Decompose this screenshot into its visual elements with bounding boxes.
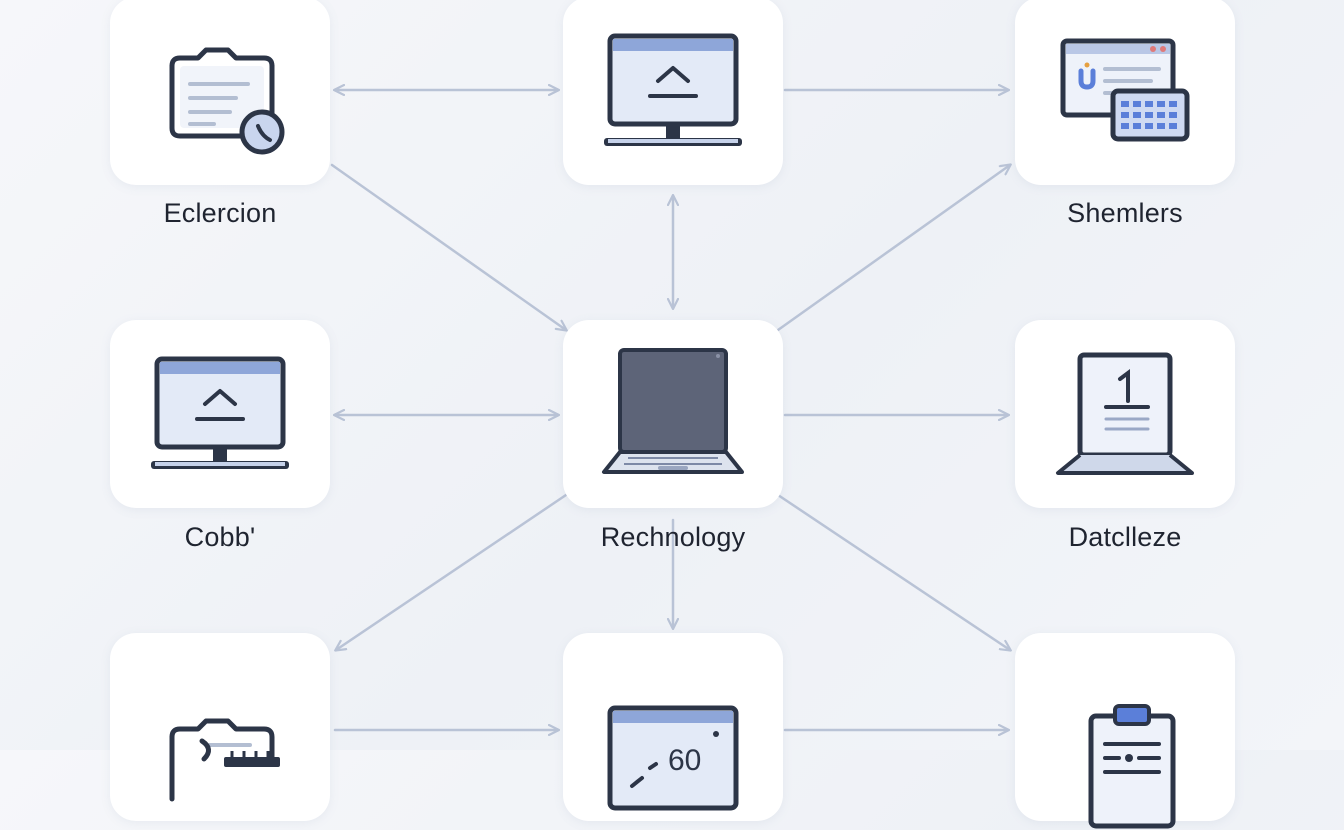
node-card-datclleze[interactable] bbox=[1015, 320, 1235, 508]
monitor-upload-icon bbox=[604, 33, 742, 146]
browser-keyboard-icon bbox=[1060, 38, 1190, 142]
node-label-eclercion: Eclercion bbox=[163, 198, 277, 228]
node-card-monitor-gauge[interactable]: 60 bbox=[563, 633, 783, 821]
gauge-value: 60 bbox=[668, 744, 701, 777]
edge-tl-mm bbox=[330, 163, 566, 330]
edge-mm-bl bbox=[336, 493, 568, 650]
node-card-monitor-top[interactable] bbox=[563, 0, 783, 185]
edge-mm-tr bbox=[776, 165, 1010, 332]
node-label-rechnology: Rechnology bbox=[600, 522, 746, 552]
edge-mm-br bbox=[776, 493, 1010, 650]
folder-tool-icon bbox=[169, 718, 280, 802]
node-label-shemlers: Shemlers bbox=[1067, 198, 1183, 228]
monitor-gauge-icon: 60 bbox=[607, 705, 739, 811]
folder-chat-icon bbox=[169, 47, 285, 155]
node-card-rechnology[interactable] bbox=[563, 320, 783, 508]
laptop-document-icon bbox=[1056, 352, 1194, 475]
node-card-eclercion[interactable] bbox=[110, 0, 330, 185]
node-label-cobb: Cobb' bbox=[184, 522, 256, 552]
node-card-cobb[interactable] bbox=[110, 320, 330, 508]
node-card-shemlers[interactable] bbox=[1015, 0, 1235, 185]
node-card-folder-tool[interactable] bbox=[110, 633, 330, 821]
clipboard-icon bbox=[1088, 704, 1176, 829]
node-card-clipboard[interactable] bbox=[1015, 633, 1235, 829]
monitor-upload-icon bbox=[151, 356, 289, 469]
connection-lines bbox=[330, 0, 1344, 750]
node-label-datclleze: Datclleze bbox=[1068, 522, 1182, 552]
laptop-icon bbox=[602, 348, 744, 474]
